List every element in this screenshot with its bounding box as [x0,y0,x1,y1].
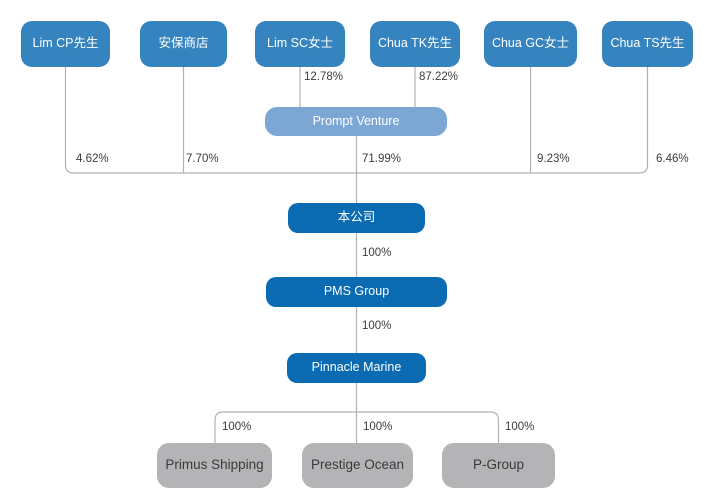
edge-label-chua-tk-to-prompt-venture: 87.22% [419,71,459,83]
edge-label-lim-cp-to-company: 4.62% [76,153,109,165]
edge-label-anbao-to-company: 7.70% [186,153,219,165]
node-prestige-ocean: Prestige Ocean [302,443,413,488]
edge-label-chua-ts-to-company: 6.46% [656,153,689,165]
node-prompt-venture: Prompt Venture [265,107,447,136]
node-chua-tk: Chua TK先生 [370,21,460,67]
node-chua-gc: Chua GC女士 [484,21,577,67]
edge-label-pinnacle-to-prestige-ocean: 100% [363,421,393,433]
edge-label-pinnacle-to-p-group: 100% [505,421,535,433]
edge-label-lim-sc-to-prompt-venture: 12.78% [304,71,344,83]
edge-label-pms-group-to-pinnacle-marine: 100% [362,320,392,332]
node-pms-group: PMS Group [266,277,447,307]
node-lim-cp: Lim CP先生 [21,21,110,67]
node-pinnacle-marine: Pinnacle Marine [287,353,426,383]
node-chua-ts: Chua TS先生 [602,21,693,67]
node-primus-shipping: Primus Shipping [157,443,272,488]
node-lim-sc: Lim SC女士 [255,21,345,67]
node-anbao-store: 安保商店 [140,21,227,67]
edge-label-prompt-venture-to-company: 71.99% [362,153,402,165]
edge-label-chua-gc-to-company: 9.23% [537,153,570,165]
edge-label-company-to-pms-group: 100% [362,247,392,259]
edge-label-pinnacle-to-primus-shipping: 100% [222,421,252,433]
node-the-company: 本公司 [288,203,425,233]
node-p-group: P-Group [442,443,555,488]
